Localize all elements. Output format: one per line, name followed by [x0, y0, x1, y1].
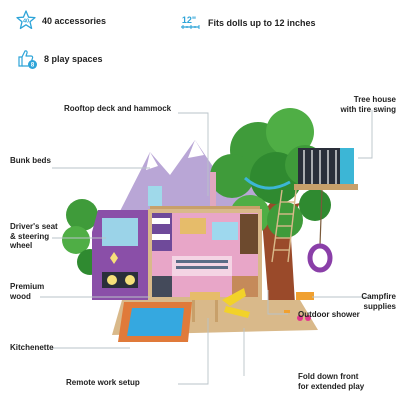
feature-doll-size: 12" Fits dolls up to 12 inches	[180, 14, 316, 32]
badge-text: 40	[23, 19, 29, 25]
ruler-number: 12"	[182, 15, 196, 25]
callout-outdoor-shower: Outdoor shower	[298, 310, 360, 320]
callout-text: with tire swing	[340, 104, 396, 114]
tire-swing	[307, 189, 333, 273]
left-bush	[62, 199, 103, 275]
callout-text: Rooftop deck and hammock	[64, 104, 172, 113]
feature-text: 40 accessories	[42, 16, 107, 26]
callout-premium-wood: Premium wood	[10, 282, 44, 301]
callout-bunk-beds: Bunk beds	[10, 156, 51, 166]
remote-work-desk	[190, 288, 250, 322]
callout-text: wood	[10, 291, 31, 301]
callout-text: & steering	[10, 231, 50, 241]
callout-campfire: Campfire supplies	[361, 292, 396, 311]
feature-accessories: 40 40 accessories	[16, 10, 106, 32]
camper-van	[92, 210, 150, 300]
callout-text: Outdoor shower	[298, 310, 360, 319]
callout-rooftop: Rooftop deck and hammock	[64, 104, 171, 114]
rope-ladder	[271, 189, 297, 263]
feature-text: 8 play spaces	[44, 54, 103, 64]
callout-text: Bunk beds	[10, 156, 51, 165]
interior-rooms	[150, 211, 260, 299]
campfire-items	[284, 292, 314, 321]
star-badge-icon: 40	[16, 10, 36, 30]
callout-lines	[40, 110, 373, 385]
callout-text: wheel	[10, 241, 33, 251]
callout-text: Kitchenette	[10, 343, 54, 352]
feature-text: Fits dolls up to 12 inches	[208, 18, 316, 28]
callout-text: for extended play	[298, 381, 365, 391]
badge-text: 8	[31, 63, 35, 69]
callout-drivers-seat: Driver's seat & steering wheel	[10, 222, 58, 251]
callout-text: Tree house	[353, 95, 396, 104]
tree-house	[294, 148, 358, 190]
callout-remote-work: Remote work setup	[66, 378, 140, 388]
callout-text: Campfire	[361, 292, 396, 301]
callout-text: Fold down front	[298, 372, 359, 381]
ruler-icon: 12"	[181, 15, 200, 29]
callout-text: Remote work setup	[66, 378, 140, 387]
callout-treehouse: Tree house with tire swing	[340, 95, 396, 114]
pool-rug	[118, 302, 192, 342]
rooftop-deck	[148, 172, 291, 211]
thumbs-up-badge-icon: 8	[18, 50, 37, 69]
callout-kitchenette: Kitchenette	[10, 343, 54, 353]
callout-fold-down: Fold down front for extended play	[298, 372, 364, 391]
callout-text: supplies	[363, 301, 396, 311]
feature-play-spaces: 8 8 play spaces	[16, 48, 103, 70]
callout-text: Premium	[10, 282, 45, 291]
callout-text: Driver's seat	[10, 222, 58, 231]
